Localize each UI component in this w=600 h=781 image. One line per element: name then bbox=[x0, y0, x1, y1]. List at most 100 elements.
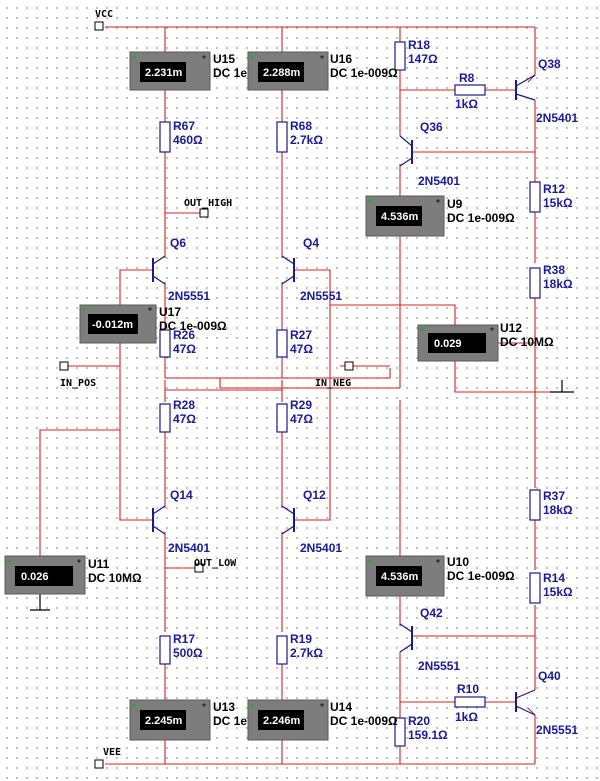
transistors-q38-model-label: 2N5401 bbox=[536, 111, 578, 125]
resistor-r28[interactable]: R28 47Ω bbox=[159, 398, 196, 433]
out-high-label: OUT_HIGH bbox=[184, 198, 232, 209]
meters-u9-mode-label: DC 1e-009Ω bbox=[447, 211, 515, 225]
resistors-r29-value-label: 47Ω bbox=[290, 412, 313, 426]
vcc-label: VCC bbox=[95, 9, 113, 20]
out-high-port[interactable]: OUT_HIGH bbox=[184, 198, 232, 218]
meters-u13-mode-label: DC 1e bbox=[213, 714, 247, 728]
transistor-q42[interactable]: Q42 2N5551 bbox=[399, 606, 460, 673]
out-low-label: OUT_LOW bbox=[194, 558, 237, 569]
resistor-r37[interactable]: R37 18kΩ bbox=[529, 489, 573, 521]
transistors-q14-model-label: 2N5401 bbox=[168, 541, 210, 555]
resistors-r10-ref-label: R10 bbox=[457, 682, 479, 696]
vee-label: VEE bbox=[103, 747, 121, 758]
meters-u17-mode-label: DC 1e-009Ω bbox=[159, 319, 227, 333]
meters-u10-ref-label: U10 bbox=[447, 555, 469, 569]
resistors-r26-value-label: 47Ω bbox=[173, 342, 196, 356]
transistor-q38[interactable]: Q38 2N5401 bbox=[515, 57, 578, 125]
resistors-r38-value-label: 18kΩ bbox=[543, 277, 573, 291]
resistor-r17[interactable]: R17 500Ω bbox=[159, 632, 203, 665]
resistor-r14[interactable]: R14 15kΩ bbox=[529, 571, 573, 604]
transistors-q4-ref-label: Q4 bbox=[303, 236, 319, 250]
resistors-r67-ref-label: R67 bbox=[173, 119, 195, 133]
meters-u9-value-label: 4.536m bbox=[381, 211, 419, 223]
resistors-r14-value-label: 15kΩ bbox=[543, 585, 573, 599]
meters-u11-value-label: 0.026 bbox=[21, 571, 49, 583]
resistors-r17-value-label: 500Ω bbox=[173, 646, 203, 660]
meter-u12[interactable]: 0.029 U12 DC 10MΩ bbox=[417, 321, 554, 362]
transistor-q12[interactable]: Q12 2N5401 bbox=[281, 488, 342, 555]
resistor-r10[interactable]: R10 1kΩ bbox=[454, 682, 486, 724]
transistors-q36-model-label: 2N5401 bbox=[418, 174, 460, 188]
meter-u11[interactable]: 0.026 U11 DC 10MΩ bbox=[4, 555, 142, 595]
transistors-q14-ref-label: Q14 bbox=[170, 488, 193, 502]
meter-u14[interactable]: 2.246m U14 DC 1e-009Ω bbox=[247, 699, 398, 741]
resistors-r10-value-label: 1kΩ bbox=[455, 710, 478, 724]
in-pos-port[interactable]: IN_POS bbox=[59, 361, 96, 389]
resistors-r28-ref-label: R28 bbox=[173, 398, 195, 412]
resistor-r18[interactable]: R18 147Ω bbox=[394, 38, 438, 71]
resistors-r68-ref-label: R68 bbox=[290, 119, 312, 133]
resistor-r38[interactable]: R38 18kΩ bbox=[529, 263, 573, 299]
transistors-q36-ref-label: Q36 bbox=[420, 120, 443, 134]
resistors-r18-value-label: 147Ω bbox=[408, 52, 438, 66]
resistors-r38-ref-label: R38 bbox=[543, 263, 565, 277]
resistors-r17-ref-label: R17 bbox=[173, 632, 195, 646]
meter-u10[interactable]: 4.536m U10 DC 1e-009Ω bbox=[365, 555, 515, 597]
transistors-q12-ref-label: Q12 bbox=[303, 488, 326, 502]
resistor-r20[interactable]: R20 159.1Ω bbox=[394, 714, 448, 747]
resistors-r28-value-label: 47Ω bbox=[173, 412, 196, 426]
resistor-r67[interactable]: R67 460Ω bbox=[159, 119, 203, 153]
meters-u12-ref-label: U12 bbox=[500, 321, 522, 335]
meters-u9-ref-label: U9 bbox=[447, 197, 463, 211]
in-neg-port[interactable]: IN_NEG bbox=[315, 361, 354, 389]
transistors-q42-model-label: 2N5551 bbox=[418, 659, 460, 673]
transistor-q6[interactable]: Q6 2N5551 bbox=[152, 236, 210, 303]
resistors-r67-value-label: 460Ω bbox=[173, 133, 203, 147]
meters-u16-ref-label: U16 bbox=[330, 52, 352, 66]
resistor-r19[interactable]: R19 2.7kΩ bbox=[276, 632, 323, 665]
resistor-r68[interactable]: R68 2.7kΩ bbox=[276, 119, 323, 153]
meters-u10-mode-label: DC 1e-009Ω bbox=[447, 569, 515, 583]
transistors-q6-model-label: 2N5551 bbox=[168, 289, 210, 303]
meters-u11-mode-label: DC 10MΩ bbox=[88, 571, 142, 585]
meters-u12-value-label: 0.029 bbox=[434, 338, 462, 350]
resistors-r26-ref-label: R26 bbox=[173, 328, 195, 342]
resistors-r14-ref-label: R14 bbox=[543, 571, 565, 585]
resistors-r19-value-label: 2.7kΩ bbox=[290, 646, 323, 660]
resistor-r12[interactable]: R12 15kΩ bbox=[529, 181, 573, 213]
transistor-q14[interactable]: Q14 2N5401 bbox=[152, 488, 210, 555]
transistors-q38-ref-label: Q38 bbox=[538, 57, 561, 71]
meter-u9[interactable]: 4.536m U9 DC 1e-009Ω bbox=[365, 195, 515, 237]
resistor-r27[interactable]: R27 47Ω bbox=[276, 328, 313, 358]
transistor-q4[interactable]: Q4 2N5551 bbox=[281, 236, 342, 303]
ground-symbol bbox=[30, 380, 574, 611]
wires bbox=[39, 26, 562, 765]
out-low-port[interactable]: OUT_LOW bbox=[194, 558, 237, 573]
resistor-r29[interactable]: R29 47Ω bbox=[276, 398, 313, 433]
meters-u17-value-label: -0.012m bbox=[92, 319, 133, 331]
meters-u12-mode-label: DC 10MΩ bbox=[500, 335, 554, 349]
resistors-r27-value-label: 47Ω bbox=[290, 342, 313, 356]
transistors-q42-ref-label: Q42 bbox=[420, 606, 443, 620]
meters-u11-ref-label: U11 bbox=[88, 557, 110, 571]
resistors-r8-value-label: 1kΩ bbox=[455, 97, 478, 111]
meters-u16-mode-label: DC 1e-009Ω bbox=[330, 66, 398, 80]
meters-u15-mode-label: DC 1e bbox=[213, 66, 247, 80]
meters-u13-value-label: 2.245m bbox=[145, 715, 183, 727]
meter-u13[interactable]: 2.245m U13 DC 1e bbox=[129, 699, 247, 741]
meter-u17[interactable]: -0.012m U17 DC 1e-009Ω bbox=[79, 304, 227, 344]
vcc-port[interactable]: VCC bbox=[94, 9, 113, 31]
transistor-q40[interactable]: Q40 2N5551 bbox=[515, 669, 578, 737]
resistor-r26[interactable]: R26 47Ω bbox=[159, 328, 196, 358]
meters-u14-value-label: 2.246m bbox=[263, 715, 301, 727]
resistors-r37-ref-label: R37 bbox=[543, 489, 565, 503]
resistors-r20-value-label: 159.1Ω bbox=[408, 728, 448, 742]
meters-u10-value-label: 4.536m bbox=[381, 571, 419, 583]
vee-port[interactable]: VEE bbox=[94, 747, 121, 769]
meter-u16[interactable]: 2.288m U16 DC 1e-009Ω bbox=[247, 51, 398, 91]
resistor-r8[interactable]: R8 1kΩ bbox=[454, 71, 486, 111]
transistor-q36[interactable]: Q36 2N5401 bbox=[399, 120, 460, 188]
meter-u15[interactable]: 2.231m U15 DC 1e bbox=[129, 51, 247, 91]
